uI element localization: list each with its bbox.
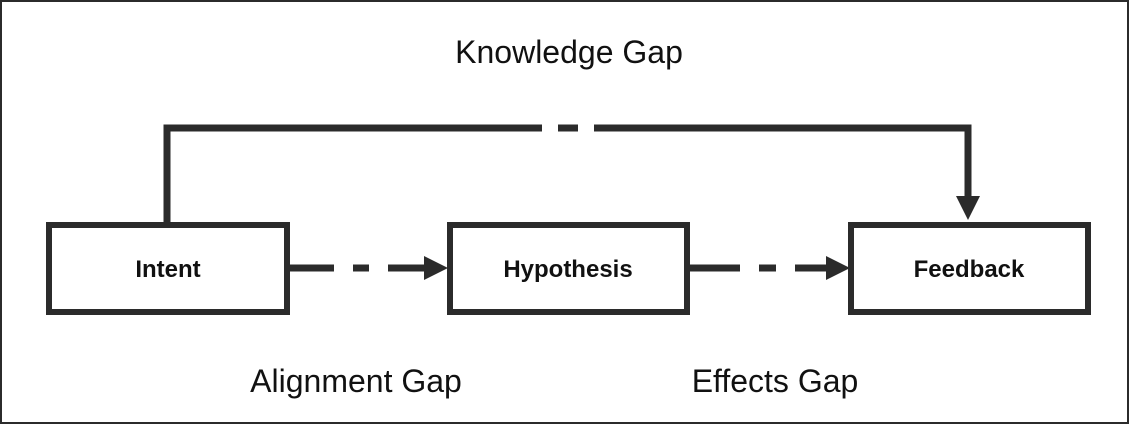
knowledge-line-right	[594, 124, 972, 200]
feedback-label: Feedback	[914, 256, 1025, 283]
effects-gap-connector	[689, 256, 850, 280]
alignment-gap-label: Alignment Gap	[250, 363, 462, 399]
effects-gap-label: Effects Gap	[692, 363, 859, 399]
knowledge-gap-label: Knowledge Gap	[455, 34, 683, 70]
alignment-arrowhead	[424, 256, 448, 280]
feedback-box	[848, 222, 1091, 315]
intent-node: Intent	[46, 222, 290, 315]
effects-arrowhead	[826, 256, 850, 280]
knowledge-gap-connector	[163, 124, 980, 222]
hypothesis-node: Hypothesis	[447, 222, 690, 315]
feedback-node: Feedback	[848, 222, 1091, 315]
knowledge-line-left	[163, 124, 542, 222]
hypothesis-label: Hypothesis	[503, 256, 632, 283]
intent-box	[46, 222, 290, 315]
hypothesis-box	[447, 222, 690, 315]
intent-label: Intent	[135, 256, 200, 283]
knowledge-arrowhead	[956, 196, 980, 220]
alignment-gap-connector	[289, 256, 448, 280]
